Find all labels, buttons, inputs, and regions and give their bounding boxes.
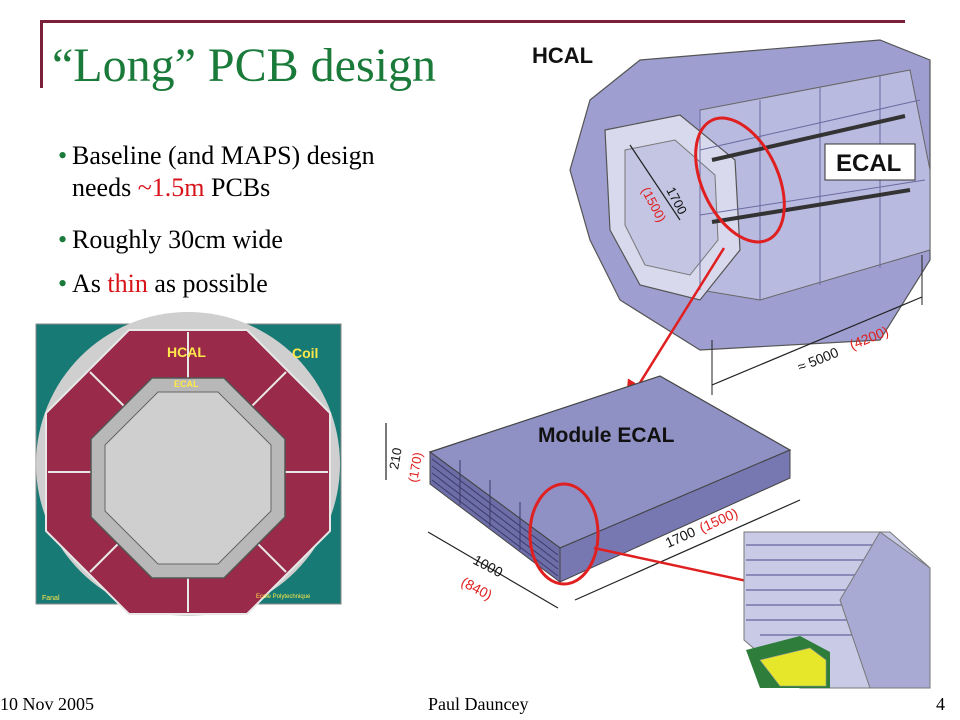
barrel-gap-lines <box>711 114 911 224</box>
title-rule-left <box>40 20 43 88</box>
bullet-text: Roughly 30cm wide <box>72 225 283 254</box>
module-height-label: 210 <box>386 447 405 471</box>
barrel-ecal-box <box>824 143 916 181</box>
footer-author: Paul Dauncey <box>428 694 529 714</box>
zoom-arrow-to-inset <box>593 546 775 594</box>
bullet-text: PCBs <box>204 173 271 202</box>
module-width-label: 1000 <box>471 552 506 581</box>
bullet-highlight: ~1.5m <box>137 173 205 202</box>
bullet-baseline: •Baseline (and MAPS) design needs ~1.5m … <box>58 140 375 204</box>
bullet-highlight: thin <box>107 269 148 298</box>
cross-section-coil-label: Coil <box>292 345 318 361</box>
tracker-region <box>104 391 272 565</box>
length-dimension-line <box>711 296 923 386</box>
footer-page-number: 4 <box>936 694 945 714</box>
width-dimension-line <box>427 531 559 609</box>
bullet-text: needs <box>72 173 138 202</box>
module-diagram: Module ECAL 210 (170) 1000 (840) 1700 (1… <box>385 375 801 609</box>
module-highlight-circle <box>528 482 600 586</box>
title-rule-top <box>40 20 905 23</box>
bullet-text: as possible <box>147 269 268 298</box>
cross-section-ecal-label: ECAL <box>174 379 199 389</box>
bullet-text: Baseline (and MAPS) design <box>72 141 375 170</box>
depth-dimension-line <box>574 499 801 601</box>
inset-pad-array <box>759 647 827 687</box>
footer-date: 10 Nov 2005 <box>0 694 94 714</box>
radius-dimension-line <box>629 144 681 221</box>
bullet-text: As <box>72 269 108 298</box>
bullet-thin: •As thin as possible <box>58 268 268 300</box>
barrel-diagram: HCAL ECAL 1700 (1500) ≈ 5000 (4200) <box>532 39 931 395</box>
inset-detail <box>743 531 931 689</box>
module-width-alt-label: (840) <box>459 574 495 603</box>
barrel-length-label: ≈ 5000 <box>795 344 841 375</box>
cross-section-diagram: HCAL ECAL Coil Fanal Ecole Polytechnique <box>35 312 342 616</box>
cross-section-credit-right: Ecole Polytechnique <box>256 594 311 600</box>
barrel-highlight-circle <box>694 116 786 244</box>
cross-section-hcal-label: HCAL <box>167 344 206 360</box>
slide-title: “Long” PCB design <box>52 39 436 92</box>
bullet-dot-icon: • <box>58 141 68 170</box>
module-layer-lines <box>431 458 559 577</box>
module-ecal-label: Module ECAL <box>538 424 675 447</box>
bullet-width: •Roughly 30cm wide <box>58 224 283 256</box>
barrel-ecal-label: ECAL <box>836 150 901 177</box>
barrel-hcal-label: HCAL <box>532 43 593 68</box>
bullet-dot-icon: • <box>58 225 68 254</box>
module-height-alt-label: (170) <box>405 451 425 484</box>
cross-section-credit-left: Fanal <box>42 595 60 602</box>
module-side-face <box>559 449 791 583</box>
inset-side-face <box>839 531 931 689</box>
zoom-arrow-to-module <box>625 247 726 407</box>
bullet-dot-icon: • <box>58 269 68 298</box>
